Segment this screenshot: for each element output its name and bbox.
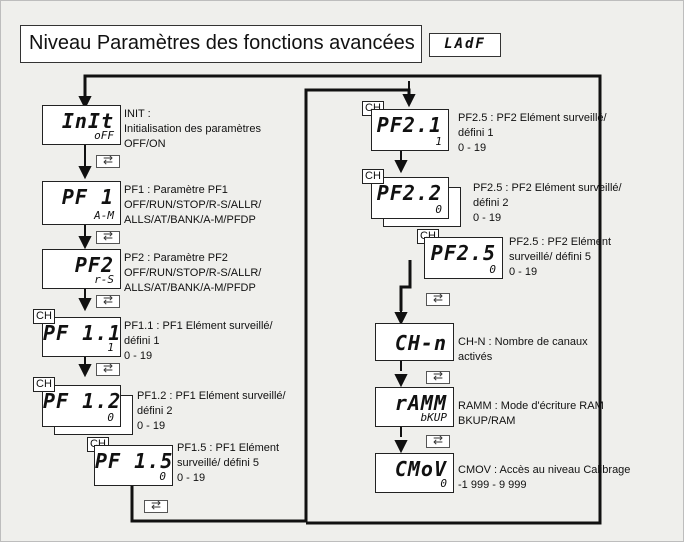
lcd-main-value: CH-n xyxy=(394,331,447,355)
description-line: 0 - 19 xyxy=(137,420,166,432)
description-line: 0 - 19 xyxy=(124,350,153,362)
description-line: PF2.5 : PF2 Elément xyxy=(509,236,612,248)
lcd-sub-value: 0 xyxy=(489,263,496,276)
level-code-display: LAdF xyxy=(429,33,501,57)
lcd-main-value: PF 1 xyxy=(61,185,114,209)
lcd-sub-value: r-S xyxy=(94,273,114,286)
lcd-cmov: CMoV 0 xyxy=(375,453,454,493)
description-line: Initialisation des paramètres xyxy=(124,123,261,135)
description-line: INIT : xyxy=(124,108,151,120)
param-description-init: INIT : Initialisation des paramètres OFF… xyxy=(124,107,261,152)
description-line: PF2 : Paramètre PF2 xyxy=(124,252,228,264)
description-line: 0 - 19 xyxy=(177,472,206,484)
lcd-sub-value: 0 xyxy=(159,470,166,483)
lcd-init: InIt oFF xyxy=(42,105,121,145)
lcd-sub-value: 0 xyxy=(440,477,447,490)
description-line: défini 2 xyxy=(137,405,173,417)
param-description-pf1-2: PF1.2 : PF1 Elément surveillé/ défini 2 … xyxy=(137,389,286,434)
param-description-pf1: PF1 : Paramètre PF1 OFF/RUN/STOP/R-S/ALL… xyxy=(124,183,261,228)
mode-key-icon xyxy=(426,369,450,384)
lcd-main-value: PF2.2 xyxy=(376,181,442,205)
channel-tag: CH xyxy=(362,169,384,184)
lcd-sub-value: 1 xyxy=(107,341,114,354)
channel-tag: CH xyxy=(33,309,55,324)
lcd-pf1-2: PF 1.2 0 xyxy=(42,385,121,427)
param-description-ramm: RAMM : Mode d'écriture RAM BKUP/RAM xyxy=(458,399,604,429)
mode-key-icon xyxy=(144,498,168,513)
description-line: défini 1 xyxy=(124,335,160,347)
description-line: OFF/ON xyxy=(124,138,166,150)
description-line: 0 - 19 xyxy=(473,212,502,224)
param-description-pf1-1: PF1.1 : PF1 Elément surveillé/ défini 1 … xyxy=(124,319,273,364)
lcd-sub-value: 0 xyxy=(435,203,442,216)
lcd-main-value: PF2.5 xyxy=(430,241,496,265)
mode-key-icon xyxy=(96,361,120,376)
description-line: -1 999 - 9 999 xyxy=(458,479,527,491)
description-line: 0 - 19 xyxy=(458,142,487,154)
description-line: CH-N : Nombre de canaux xyxy=(458,336,588,348)
description-line: PF1 : Paramètre PF1 xyxy=(124,184,228,196)
description-line: activés xyxy=(458,351,493,363)
description-line: OFF/RUN/STOP/R-S/ALLR/ xyxy=(124,199,262,211)
mode-key-icon xyxy=(426,291,450,306)
description-line: BKUP/RAM xyxy=(458,415,516,427)
description-line: PF2.5 : PF2 Elément surveillé/ xyxy=(458,112,607,124)
lcd-main-value: PF2.1 xyxy=(376,113,442,137)
description-line: PF2.5 : PF2 Elément surveillé/ xyxy=(473,182,622,194)
description-line: PF1.5 : PF1 Elément xyxy=(177,442,280,454)
description-line: ALLS/AT/BANK/A-M/PFDP xyxy=(124,282,256,294)
lcd-pf1: PF 1 A-M xyxy=(42,181,121,225)
param-description-ch-n: CH-N : Nombre de canaux activés xyxy=(458,335,588,365)
lcd-sub-value: oFF xyxy=(94,129,114,142)
lcd-ramm: rAMM bKUP xyxy=(375,387,454,427)
param-description-pf2: PF2 : Paramètre PF2 OFF/RUN/STOP/R-S/ALL… xyxy=(124,251,261,296)
description-line: défini 1 xyxy=(458,127,494,139)
lcd-main-value: PF2 xyxy=(74,253,114,277)
lcd-ch-n: CH-n xyxy=(375,323,454,361)
mode-key-icon xyxy=(96,229,120,244)
param-description-pf1-5: PF1.5 : PF1 Elément surveillé/ défini 5 … xyxy=(177,441,279,486)
lcd-sub-value: A-M xyxy=(94,209,114,222)
lcd-sub-value: bKUP xyxy=(420,411,448,424)
lcd-pf1-1: PF 1.1 1 xyxy=(42,317,121,357)
description-line: OFF/RUN/STOP/R-S/ALLR/ xyxy=(124,267,262,279)
description-line: CMOV : Accès au niveau Calibrage xyxy=(458,464,631,476)
mode-key-icon xyxy=(96,293,120,308)
lcd-pf2-5: PF2.5 0 xyxy=(424,237,503,279)
lcd-main-value: rAMM xyxy=(394,391,447,415)
param-description-pf2-2: PF2.5 : PF2 Elément surveillé/ défini 2 … xyxy=(473,181,622,226)
description-line: surveillé/ défini 5 xyxy=(177,457,259,469)
description-line: PF1.2 : PF1 Elément surveillé/ xyxy=(137,390,286,402)
param-description-pf2-1: PF2.5 : PF2 Elément surveillé/ défini 1 … xyxy=(458,111,607,156)
lcd-main-value: PF 1.1 xyxy=(43,321,122,345)
lcd-pf2: PF2 r-S xyxy=(42,249,121,289)
lcd-main-value: PF 1.5 xyxy=(95,449,174,473)
description-line: surveillé/ défini 5 xyxy=(509,251,591,263)
page-title: Niveau Paramètres des fonctions avancées xyxy=(29,32,415,54)
lcd-pf2-1: PF2.1 1 xyxy=(371,109,449,151)
param-description-pf2-5: PF2.5 : PF2 Elément surveillé/ défini 5 … xyxy=(509,235,611,280)
lcd-sub-value: 0 xyxy=(107,411,114,424)
description-line: RAMM : Mode d'écriture RAM xyxy=(458,400,604,412)
description-line: 0 - 19 xyxy=(509,266,538,278)
lcd-pf1-5: PF 1.5 0 xyxy=(94,445,173,486)
param-description-cmov: CMOV : Accès au niveau Calibrage -1 999 … xyxy=(458,463,630,493)
lcd-sub-value: 1 xyxy=(435,135,442,148)
description-line: PF1.1 : PF1 Elément surveillé/ xyxy=(124,320,273,332)
channel-tag: CH xyxy=(33,377,55,392)
description-line: défini 2 xyxy=(473,197,509,209)
lcd-main-value: CMoV xyxy=(394,457,447,481)
mode-key-icon xyxy=(426,433,450,448)
mode-key-icon xyxy=(96,153,120,168)
lcd-pf2-2: PF2.2 0 xyxy=(371,177,449,219)
lcd-main-value: InIt xyxy=(61,109,114,133)
description-line: ALLS/AT/BANK/A-M/PFDP xyxy=(124,214,256,226)
title-box: Niveau Paramètres des fonctions avancées xyxy=(20,25,422,63)
lcd-main-value: PF 1.2 xyxy=(43,389,122,413)
